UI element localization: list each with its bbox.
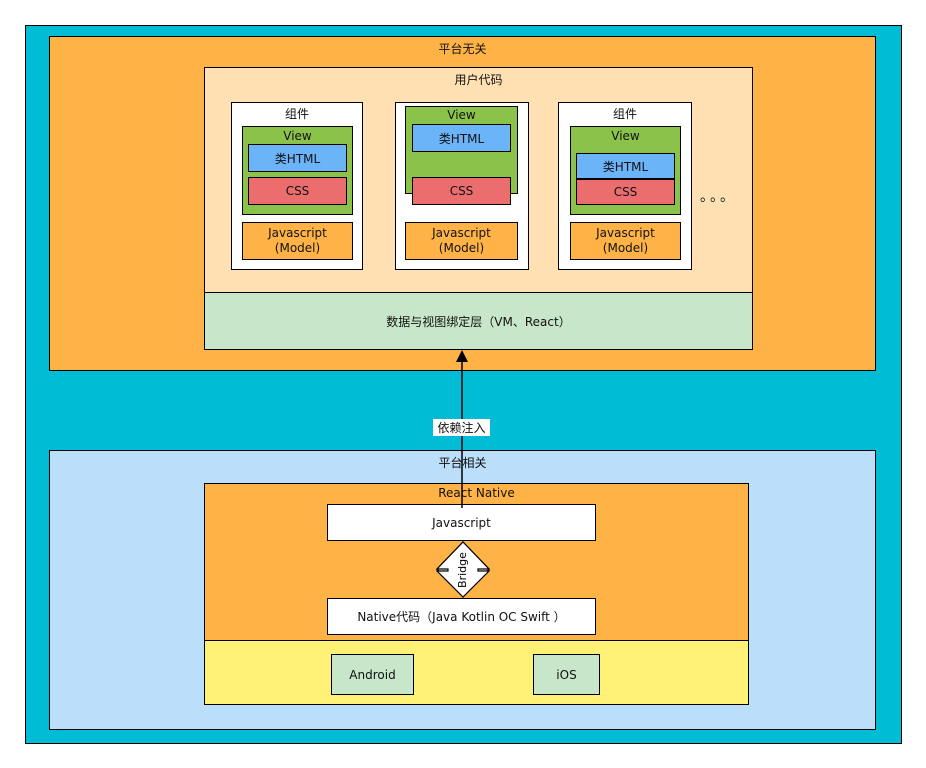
html-box-3: 类HTML <box>576 153 675 179</box>
platform-independent-title: 平台无关 <box>438 42 487 56</box>
user-code-title: 用户代码 <box>454 73 503 87</box>
component-title-1: 组件 <box>284 107 309 121</box>
native-code-box: Native代码（Java Kotlin OC Swift ） <box>327 598 596 635</box>
css-box-2: CSS <box>412 177 511 205</box>
js-label-2: Javascript <box>432 226 491 240</box>
js-label-1: Javascript <box>268 226 327 240</box>
javascript-box: Javascript <box>327 504 596 541</box>
css-box-1: CSS <box>248 177 347 205</box>
component-title-3: 组件 <box>612 107 637 121</box>
model-label-2: (Model) <box>438 241 485 255</box>
js-model-box-1: Javascript (Model) <box>242 222 353 260</box>
ellipsis: 。。。 <box>700 189 737 205</box>
platforms-section <box>204 640 749 705</box>
binding-layer: 数据与视图绑定层（VM、React） <box>204 292 753 350</box>
android-box: Android <box>331 654 414 695</box>
react-native-title: React Native <box>438 486 515 500</box>
ios-box: iOS <box>533 654 600 695</box>
css-box-3: CSS <box>576 179 675 205</box>
js-model-box-2: Javascript (Model) <box>405 222 518 260</box>
model-label-3: (Model) <box>602 241 649 255</box>
view-label-2: View <box>447 108 476 122</box>
model-label-1: (Model) <box>274 241 321 255</box>
js-model-box-3: Javascript (Model) <box>570 222 681 260</box>
html-box-2: 类HTML <box>412 124 511 152</box>
js-label-3: Javascript <box>596 226 655 240</box>
view-label-1: View <box>283 129 312 143</box>
html-box-1: 类HTML <box>248 144 347 172</box>
dependency-injection-label: 依赖注入 <box>433 419 490 436</box>
view-label-3: View <box>611 129 640 143</box>
bridge-label: Bridge <box>456 552 469 588</box>
bridge-arrow-icon: Bridge <box>436 541 490 598</box>
